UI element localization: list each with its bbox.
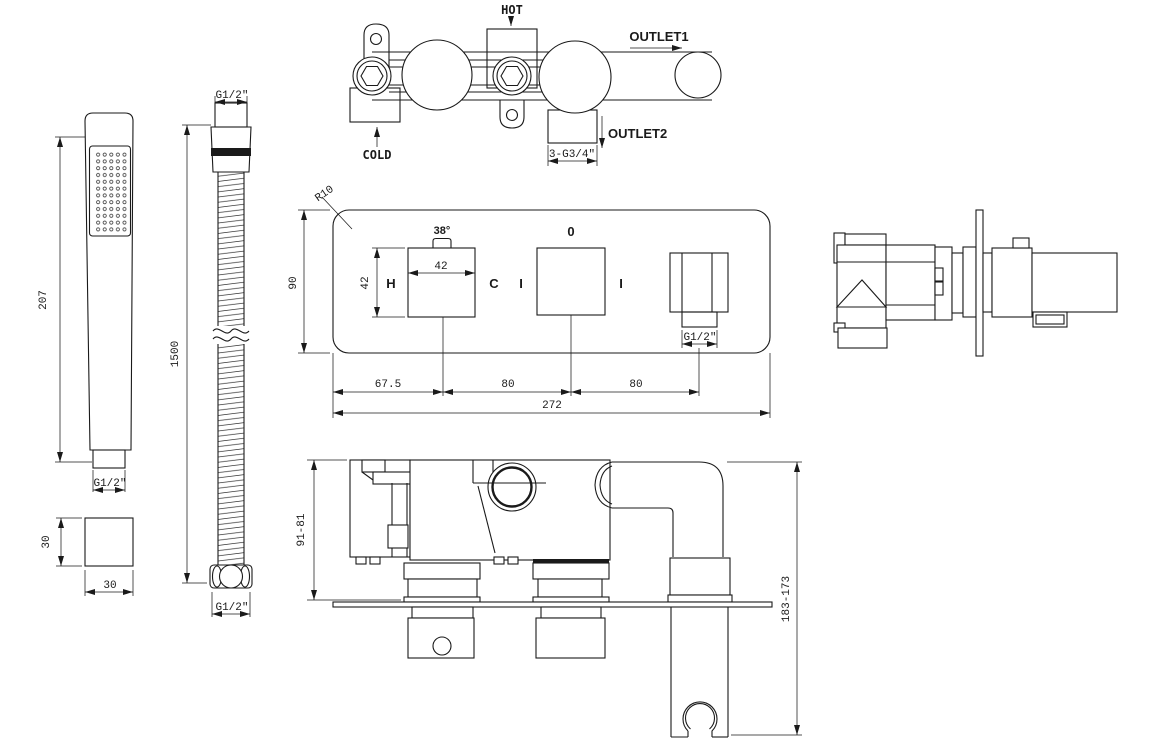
temperature-knob-side bbox=[535, 617, 606, 659]
cold-port-hex bbox=[360, 65, 384, 87]
diverter-tick-left: I bbox=[519, 276, 523, 291]
wall-plate-side bbox=[975, 209, 984, 357]
hose-ribs-lower bbox=[218, 344, 244, 565]
valve-side-view bbox=[833, 209, 1118, 357]
temp-setting-label: 38° bbox=[434, 225, 451, 237]
spacing1-dim: 80 bbox=[501, 379, 514, 391]
plate-width-dim: 272 bbox=[542, 400, 562, 412]
offset-dim: 67.5 bbox=[375, 379, 401, 391]
outlet2-block bbox=[547, 109, 598, 144]
hot-mark: H bbox=[386, 276, 395, 291]
top-port bbox=[487, 462, 537, 512]
hose-thread-bottom-dim: G1/2″ bbox=[215, 602, 248, 614]
section-width-dim: 30 bbox=[103, 580, 116, 592]
valve-chamfer bbox=[835, 279, 888, 308]
outlet1-pipe-end bbox=[674, 51, 722, 99]
hand-shower-body bbox=[84, 112, 134, 451]
temperature-knob bbox=[407, 247, 476, 318]
hose-ribs-upper bbox=[218, 172, 244, 326]
spacing2-dim: 80 bbox=[629, 379, 642, 391]
knob-width-dim: 42 bbox=[434, 261, 447, 273]
diverter-tick-right: I bbox=[619, 276, 623, 291]
hand-shower-top-view: 30 30 bbox=[41, 517, 134, 596]
hose-nut-top bbox=[214, 102, 248, 128]
elbow-drop-flange bbox=[669, 557, 731, 596]
valve-depth-dim: 91-81 bbox=[296, 513, 308, 546]
diverter-knob bbox=[536, 247, 606, 316]
hose-view: G1/2″ G1/2″ 1500 bbox=[170, 90, 253, 617]
break-symbol bbox=[212, 328, 250, 334]
hand-shower-length-dim: 207 bbox=[38, 290, 50, 310]
cartridge-cap-right bbox=[538, 40, 612, 114]
cold-mark: C bbox=[489, 276, 499, 291]
spray-nozzles bbox=[95, 152, 127, 232]
installed-section-view: 91-81 183-173 bbox=[296, 459, 802, 738]
trim-plate bbox=[332, 209, 771, 354]
break-symbol bbox=[212, 336, 250, 342]
hand-shower-thread-dim: G1/2″ bbox=[93, 478, 126, 490]
hose-length-dim: 1500 bbox=[170, 341, 182, 367]
outlet1-label: OUTLET1 bbox=[629, 29, 688, 44]
hot-port-hex bbox=[500, 65, 524, 87]
wall-flange bbox=[962, 246, 977, 318]
outlet-elbow-front bbox=[669, 252, 729, 313]
handset-holder-cutout bbox=[682, 701, 718, 737]
temp-knob-tab bbox=[432, 237, 452, 248]
section-depth-dim: 30 bbox=[41, 535, 53, 548]
plate-height-dim: 90 bbox=[288, 276, 300, 289]
off-mark: 0 bbox=[567, 224, 574, 239]
drop-height-dim: 183-173 bbox=[781, 576, 793, 622]
handle-tab bbox=[1012, 237, 1030, 249]
cartridge-cap-left bbox=[401, 39, 473, 111]
elbow-joint-cap bbox=[594, 461, 613, 509]
knob-height-dim: 42 bbox=[360, 276, 372, 289]
hand-shower-view: 207 G1/2″ bbox=[38, 112, 134, 493]
outlet-thread-dim: G1/2″ bbox=[683, 332, 716, 344]
hose-thread-top-dim: G1/2″ bbox=[215, 90, 248, 102]
lug-screw-hole bbox=[369, 32, 383, 46]
knob-indicator bbox=[432, 636, 452, 656]
handle-hub bbox=[991, 247, 1033, 318]
cold-label: COLD bbox=[363, 148, 392, 162]
outlet-elbow-thread bbox=[681, 311, 718, 328]
hot-label: HOT bbox=[501, 3, 523, 17]
trim-plate-front-view: R10 90 38° 42 42 H C 0 I I G1/2″ bbox=[288, 184, 771, 418]
hose-collar bbox=[210, 126, 252, 173]
corner-radius-dim: R10 bbox=[313, 184, 336, 205]
valve-body-top-view: HOT COLD OUTLET1 OUTLET2 3-G3/4″ bbox=[349, 3, 722, 166]
temp-ring-band bbox=[533, 559, 609, 563]
wall-plate-edge bbox=[332, 601, 773, 608]
outlet-thread-dim: 3-G3/4″ bbox=[549, 149, 595, 161]
handle-side bbox=[1031, 252, 1118, 313]
outlet-elbow-pipe bbox=[612, 461, 724, 557]
diverter-knob-side bbox=[407, 617, 475, 659]
hose-collar-band bbox=[211, 148, 251, 156]
lug-screw-hole bbox=[505, 108, 519, 122]
spray-face bbox=[88, 145, 132, 237]
outlet2-label: OUTLET2 bbox=[608, 126, 667, 141]
hand-shower-connector bbox=[92, 449, 126, 469]
hand-shower-section bbox=[84, 517, 134, 567]
